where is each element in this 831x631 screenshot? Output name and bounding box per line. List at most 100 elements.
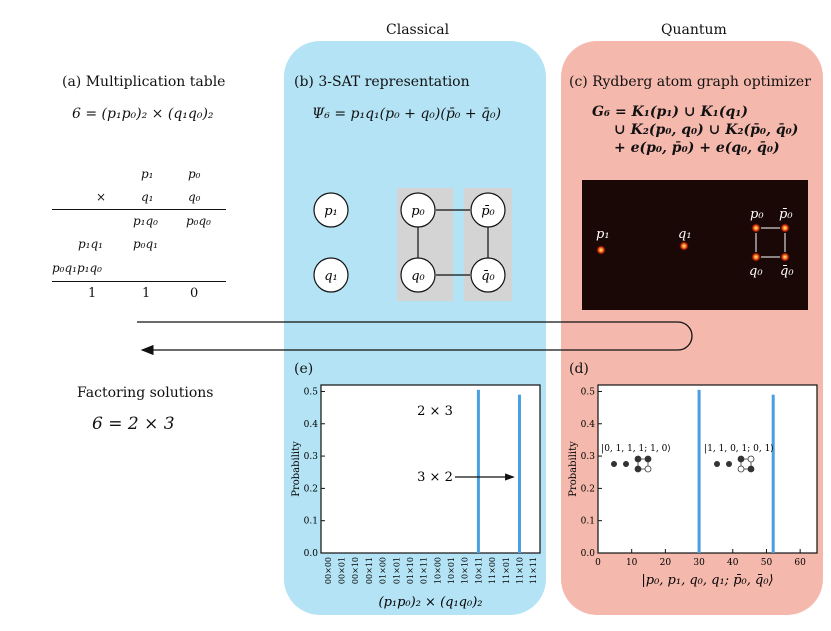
node-p0bar	[470, 192, 506, 228]
panel-d-label: (d)	[569, 361, 589, 377]
x-tick-label: 10×01	[447, 557, 456, 584]
x-tick-label: 01×00	[379, 557, 388, 584]
panel-c-eq-line2: ∪ K₂(p₀, q₀) ∪ K₂(p̄₀, q̄₀)	[614, 122, 799, 138]
atom-q1	[679, 241, 689, 251]
chart-e-annotation: 3 × 2	[417, 470, 453, 485]
y-tick-label: 0.1	[304, 517, 318, 527]
table-cell: 0	[190, 286, 199, 301]
atom-q0bar	[780, 252, 790, 262]
node-p1	[313, 192, 349, 228]
y-tick-label: 0.3	[581, 452, 596, 462]
table-cell: q₁	[141, 190, 154, 204]
x-tick-label: 01×10	[406, 557, 415, 584]
atom-q0	[751, 252, 761, 262]
table-rule	[52, 209, 226, 210]
atom-dot	[737, 455, 745, 463]
atom-p0bar	[780, 223, 790, 233]
table-cell: 1	[88, 286, 97, 301]
atom-dot	[634, 455, 642, 463]
x-tick-label: 11×01	[502, 557, 511, 584]
atom-square	[637, 458, 649, 470]
atom-square	[740, 458, 752, 470]
y-tick-label: 0.2	[304, 484, 318, 494]
y-tick-label: 0.0	[581, 549, 596, 559]
node-label: q̄₀	[481, 269, 495, 284]
x-tick-label: 50	[761, 558, 773, 568]
quantum-header: Quantum	[661, 22, 727, 38]
x-tick-label: 10	[626, 558, 638, 568]
chart-e-frame	[320, 384, 541, 554]
chart-e-xlabel: (p₁p₀)₂ × (q₁q₀)₂	[379, 595, 483, 610]
atom-label: q₁	[678, 227, 692, 242]
node-q1	[313, 257, 349, 293]
node-label: p₁	[324, 204, 338, 219]
atom-p1	[596, 245, 606, 255]
table-cell: 1	[142, 286, 151, 301]
bar	[697, 389, 701, 553]
table-cell: p₀q₁	[133, 237, 158, 251]
atom-dot	[747, 465, 755, 473]
panel-a-label: (a) Multiplication table	[62, 74, 226, 90]
chart-d-xlabel: |p₀, p₁, q₀, q₁; p̄₀, q̄₀⟩	[641, 573, 773, 588]
chart-e-ylabel: Probability	[291, 441, 302, 497]
x-tick-label: 00×01	[338, 557, 347, 584]
bar	[476, 389, 480, 553]
bar	[517, 394, 521, 553]
atom-dot	[611, 461, 617, 467]
x-tick-label: 10×10	[461, 557, 470, 584]
sat-graph: p₁ q₁ p₀ q₀ p̄₀ q̄₀	[313, 188, 512, 301]
x-tick-label: 11×11	[529, 557, 538, 584]
table-cell: p₀q₁p₁q₀	[52, 261, 102, 275]
y-tick-label: 0.4	[581, 420, 596, 430]
factoring-title: Factoring solutions	[77, 385, 214, 401]
table-cell: p₁	[141, 167, 154, 181]
atom-label: p̄₀	[779, 207, 793, 222]
x-tick-label: 30	[693, 558, 705, 568]
x-tick-label: 01×11	[420, 557, 429, 584]
atom-dot	[714, 461, 720, 467]
rydberg-atom-image: p₁ q₁ p₀ p̄₀ q₀ q̄₀	[582, 180, 808, 310]
atom-dot	[737, 465, 745, 473]
panel-c-eq-line1: G₆ = K₁(p₁) ∪ K₁(q₁)	[592, 104, 748, 120]
y-tick-label: 0.2	[581, 484, 595, 494]
panel-c-eq-line3: + e(p₀, p̄₀) + e(q₀, q̄₀)	[614, 140, 780, 156]
panel-b-equation: Ψ₆ = p₁q₁(p₀ + q₀)(p̄₀ + q̄₀)	[312, 106, 502, 122]
x-tick-label: 10×00	[433, 557, 442, 584]
panel-c-label: (c) Rydberg atom graph optimizer	[569, 74, 811, 90]
node-label: q₀	[411, 269, 425, 284]
x-tick-label: 00×10	[351, 557, 360, 584]
times-sign: ×	[96, 190, 107, 204]
node-label: q₁	[324, 269, 338, 284]
x-tick-label: 01×01	[392, 557, 401, 584]
x-tick-label: 10×11	[474, 557, 483, 584]
atom-label: q₀	[749, 264, 763, 279]
panel-e-label: (e)	[294, 361, 314, 377]
table-rule	[52, 281, 226, 282]
y-tick-label: 0.5	[304, 387, 319, 397]
atom-dot	[644, 465, 652, 473]
table-cell: p₁q₀	[133, 214, 158, 228]
factoring-equation: 6 = 2 × 3	[92, 414, 175, 434]
x-tick-label: 40	[727, 558, 739, 568]
x-tick-label: 0	[595, 558, 601, 568]
chart-d-annotation: |0, 1, 1, 1; 1, 0⟩	[601, 444, 671, 454]
table-cell: p₀	[188, 167, 201, 181]
y-tick-label: 0.3	[304, 452, 319, 462]
table-cell: q₀	[188, 190, 201, 204]
x-tick-label: 00×00	[324, 557, 333, 584]
atom-label: p₁	[596, 227, 610, 242]
x-tick-label: 20	[660, 558, 672, 568]
node-q0	[400, 257, 436, 293]
node-q0bar	[470, 257, 506, 293]
y-tick-label: 0.5	[581, 387, 596, 397]
y-tick-label: 0.1	[581, 517, 595, 527]
bar	[771, 394, 775, 553]
chart-d-frame	[597, 384, 818, 554]
x-tick-label: 11×00	[488, 557, 497, 584]
node-label: p̄₀	[481, 204, 495, 219]
atom-p0	[751, 223, 761, 233]
table-cell: p₁q₁	[78, 237, 103, 251]
